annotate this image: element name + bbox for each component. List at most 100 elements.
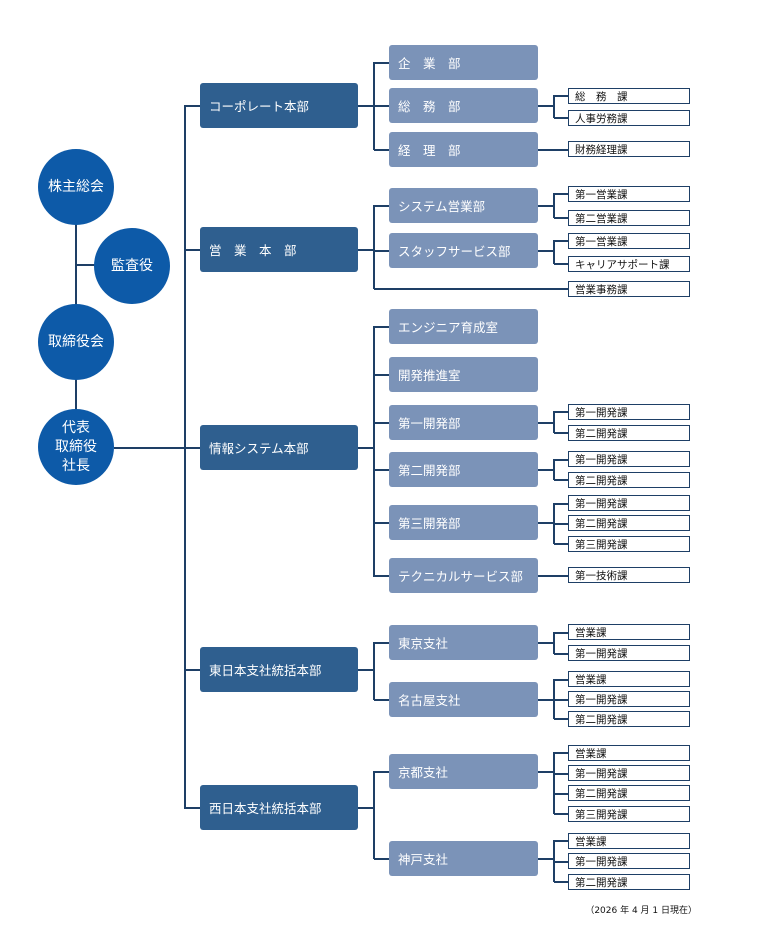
department-box: 経 理 部 <box>389 132 538 167</box>
section-box: 営業課 <box>568 833 690 849</box>
connector <box>554 95 569 97</box>
connector <box>374 374 390 376</box>
section-box: 第二開発課 <box>568 515 690 531</box>
connector <box>538 469 554 471</box>
connector <box>374 522 390 524</box>
connector <box>358 105 374 107</box>
connector <box>374 575 390 577</box>
connector <box>358 249 374 251</box>
department-box: 第一開発部 <box>389 405 538 440</box>
section-box: 第一開発課 <box>568 853 690 869</box>
connector <box>373 205 375 289</box>
connector <box>554 861 569 863</box>
connector <box>185 447 201 449</box>
connector <box>538 105 554 107</box>
department-box: 東京支社 <box>389 625 538 660</box>
connector <box>554 503 569 505</box>
section-box: 第二開発課 <box>568 785 690 801</box>
department-box: 京都支社 <box>389 754 538 789</box>
section-box: 財務経理課 <box>568 141 690 157</box>
section-box: 第一開発課 <box>568 765 690 781</box>
president: 代表 取締役 社長 <box>38 409 114 485</box>
connector <box>538 205 554 207</box>
connector <box>554 523 569 525</box>
connector <box>553 752 555 814</box>
department-box: 総 務 部 <box>389 88 538 123</box>
connector <box>554 881 569 883</box>
connector <box>554 217 569 219</box>
connector <box>554 773 569 775</box>
section-box: 第一営業課 <box>568 186 690 202</box>
division-box: 営 業 本 部 <box>200 227 358 272</box>
connector <box>553 240 555 264</box>
connector <box>374 469 390 471</box>
connector <box>538 422 554 424</box>
connector <box>374 62 390 64</box>
section-box: 第二開発課 <box>568 472 690 488</box>
connector <box>358 669 374 671</box>
as-of-date-note: （2026 年 4 月 1 日現在） <box>585 906 697 916</box>
connector <box>374 149 390 151</box>
department-box: 名古屋支社 <box>389 682 538 717</box>
connector <box>553 411 555 433</box>
department-box: 神戸支社 <box>389 841 538 876</box>
department-box: 第二開発部 <box>389 452 538 487</box>
section-box: 第一開発課 <box>568 451 690 467</box>
connector <box>553 193 555 218</box>
connector <box>374 771 390 773</box>
section-box: 第一開発課 <box>568 404 690 420</box>
section-box: 第二開発課 <box>568 425 690 441</box>
connector <box>185 249 201 251</box>
connector <box>553 632 555 654</box>
connector <box>554 718 569 720</box>
section-box: キャリアサポート課 <box>568 256 690 272</box>
connector <box>554 793 569 795</box>
section-box: 第三開発課 <box>568 806 690 822</box>
connector <box>114 447 185 449</box>
department-box: スタッフサービス部 <box>389 233 538 268</box>
connector <box>554 632 569 634</box>
department-box: 企 業 部 <box>389 45 538 80</box>
connector <box>553 95 555 118</box>
section-box: 第一開発課 <box>568 691 690 707</box>
connector <box>374 858 390 860</box>
section-box: 第一技術課 <box>568 567 690 583</box>
connector <box>554 813 569 815</box>
connector <box>554 543 569 545</box>
connector <box>554 240 569 242</box>
connector <box>553 459 555 480</box>
section-box: 営業課 <box>568 624 690 640</box>
section-box: 第一開発課 <box>568 645 690 661</box>
section-box: 第二開発課 <box>568 711 690 727</box>
division-box: 情報システム本部 <box>200 425 358 470</box>
department-box: テクニカルサービス部 <box>389 558 538 593</box>
connector <box>374 422 390 424</box>
division-box: コーポレート本部 <box>200 83 358 128</box>
connector <box>554 411 569 413</box>
connector <box>554 699 569 701</box>
section-box: 営業事務課 <box>568 281 690 297</box>
department-box: エンジニア育成室 <box>389 309 538 344</box>
connector <box>374 326 390 328</box>
section-box: 第一営業課 <box>568 233 690 249</box>
department-box: 第三開発部 <box>389 505 538 540</box>
connector <box>374 205 390 207</box>
section-box: 第二開発課 <box>568 874 690 890</box>
section-box: 営業課 <box>568 745 690 761</box>
section-box: 第二営業課 <box>568 210 690 226</box>
department-box: 開発推進室 <box>389 357 538 392</box>
connector <box>373 326 375 577</box>
connector <box>185 669 201 671</box>
connector <box>538 771 554 773</box>
connector <box>374 105 390 107</box>
connector <box>373 642 375 700</box>
connector <box>554 263 569 265</box>
auditor: 監査役 <box>94 228 170 304</box>
connector <box>554 679 569 681</box>
connector <box>184 105 186 809</box>
connector <box>538 250 554 252</box>
section-box: 総 務 課 <box>568 88 690 104</box>
connector <box>538 149 569 151</box>
connector <box>538 642 554 644</box>
connector <box>554 432 569 434</box>
